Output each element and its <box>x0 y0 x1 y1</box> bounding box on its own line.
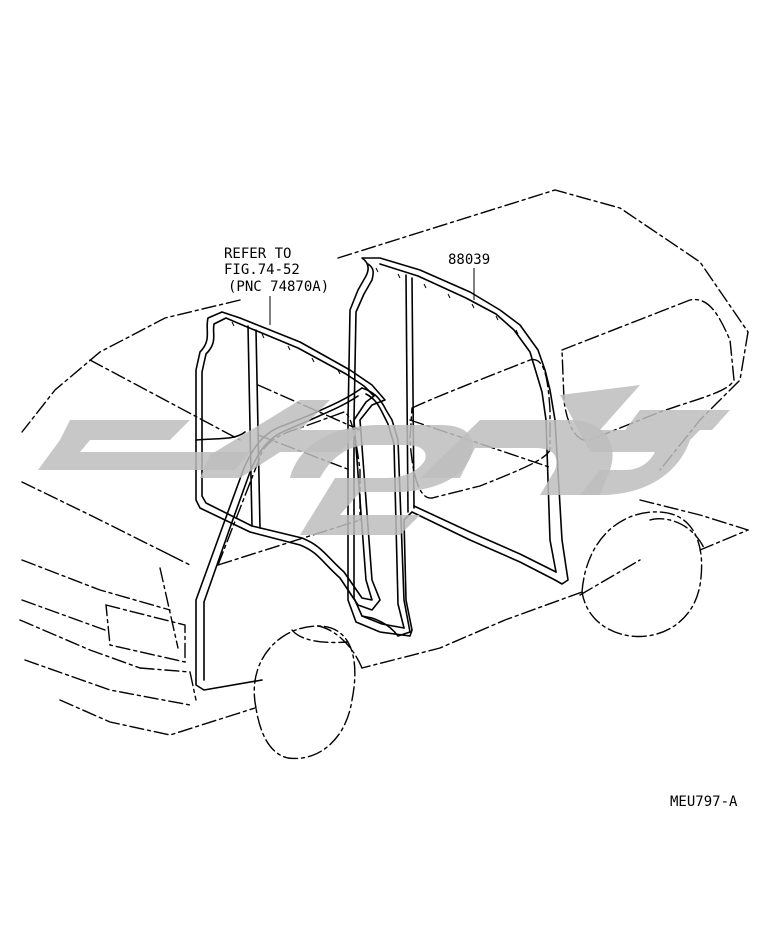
vehicle-body-outline <box>19 189 749 760</box>
refer-line-2: FIG.74-52 <box>224 262 300 278</box>
figure-code: MEU797-A <box>670 794 738 810</box>
watermark-logo <box>38 385 730 535</box>
leader-lines <box>269 268 475 325</box>
refer-line-1: REFER TO <box>224 246 291 262</box>
refer-line-3: (PNC 74870A) <box>228 279 329 295</box>
rear-door-weatherstrip <box>347 257 569 637</box>
part-number-label: 88039 <box>448 252 490 268</box>
refer-callout: REFER TO FIG.74-52 (PNC 74870A) <box>224 246 329 295</box>
